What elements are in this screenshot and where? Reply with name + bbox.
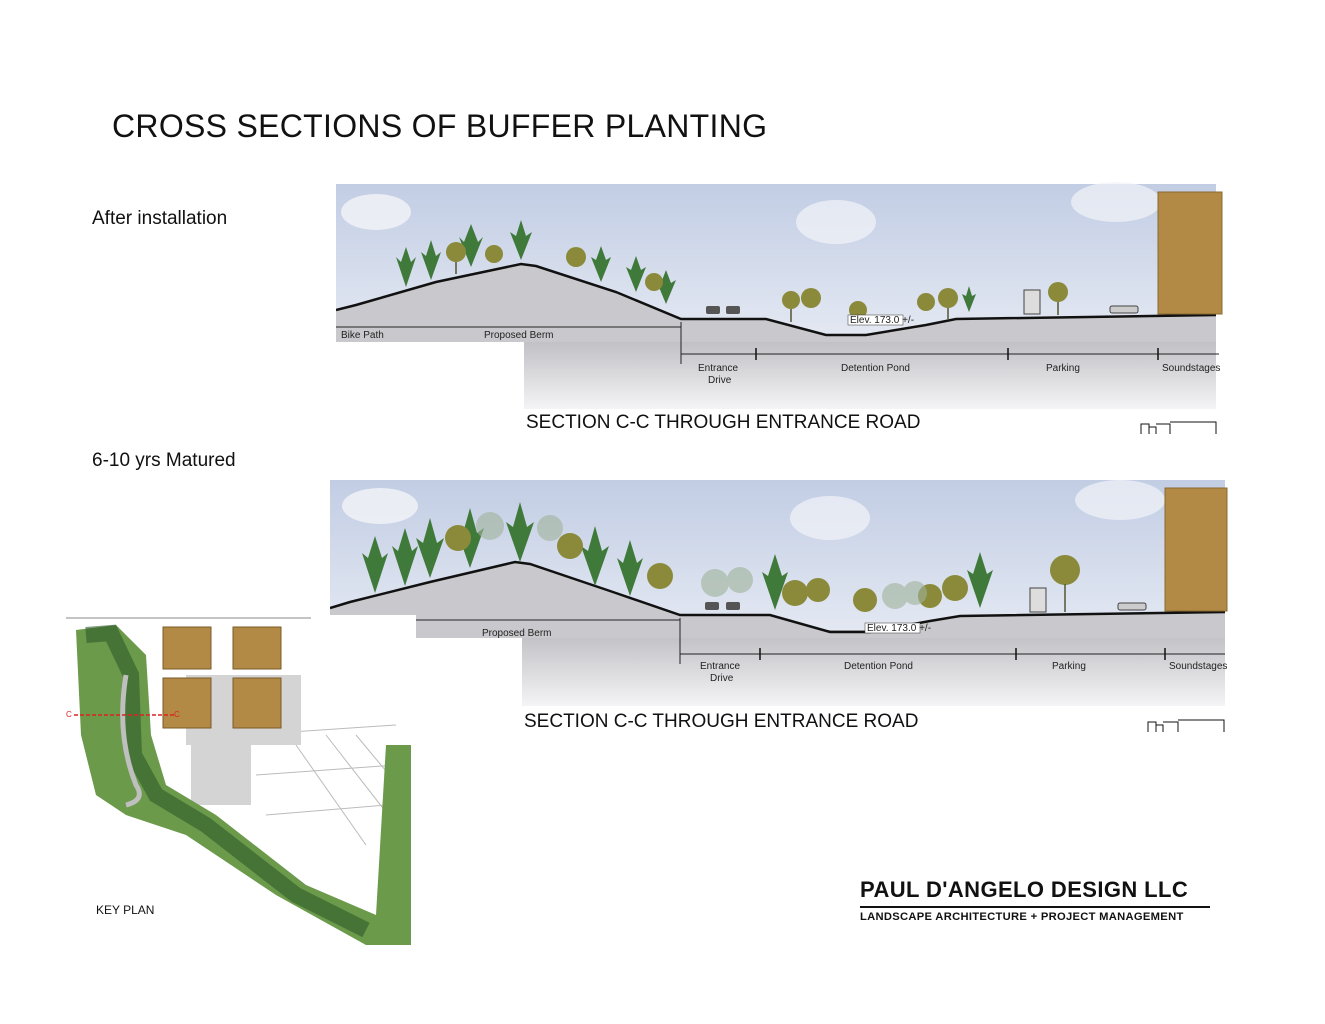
site-grid (245, 724, 407, 846)
label-entrance-line2: Drive (708, 375, 732, 386)
section-title: SECTION C-C THROUGH ENTRANCE ROAD (524, 711, 918, 732)
label-entrance-line1: Entrance (700, 661, 740, 672)
key-plan-label: KEY PLAN (96, 903, 155, 917)
building-soundstage (1164, 487, 1228, 612)
label-proposed-berm: Proposed Berm (484, 330, 553, 341)
elevation-label: Elev. 173.0 +/- (867, 623, 931, 634)
label-detention-pond: Detention Pond (844, 661, 913, 672)
label-parking: Parking (1052, 661, 1086, 672)
building-soundstage (1157, 191, 1223, 315)
section-marker-right: C (174, 710, 180, 719)
tree-group (396, 220, 1068, 322)
cross-section-matured: Elev. 173.0 +/- Bike Path Proposed Berm … (330, 480, 1228, 732)
dimension-ticks (759, 648, 1166, 660)
scale-bar (1140, 421, 1217, 434)
label-proposed-berm: Proposed Berm (482, 628, 551, 639)
label-bike-path: Bike Path (341, 330, 384, 341)
vehicles (706, 289, 1139, 315)
stage-label-matured: 6-10 yrs Matured (92, 450, 236, 471)
ground-profile (330, 560, 1226, 706)
page-title: CROSS SECTIONS OF BUFFER PLANTING (112, 108, 768, 144)
firm-name: PAUL D'ANGELO DESIGN LLC (860, 877, 1189, 902)
label-parking: Parking (1046, 363, 1080, 374)
label-entrance-line1: Entrance (698, 363, 738, 374)
label-soundstages: Soundstages (1162, 363, 1220, 374)
ground-profile (336, 262, 1219, 409)
buffer-planting (76, 624, 411, 945)
label-entrance-line2: Drive (710, 673, 734, 684)
label-detention-pond: Detention Pond (841, 363, 910, 374)
key-plan-map: C C (66, 615, 416, 945)
dimension-ticks (755, 348, 1159, 360)
label-soundstages: Soundstages (1169, 661, 1227, 672)
stage-label-after-installation: After installation (92, 208, 228, 229)
section-title: SECTION C-C THROUGH ENTRANCE ROAD (526, 412, 920, 433)
firm-tagline: LANDSCAPE ARCHITECTURE + PROJECT MANAGEM… (860, 911, 1184, 923)
section-marker-left: C (66, 710, 72, 719)
buildings (162, 626, 282, 729)
cross-section-after-installation: Elev. 173.0 +/- Bike Path Proposed Berm … (336, 182, 1223, 434)
firm-divider (860, 906, 1210, 908)
scale-bar (1147, 719, 1225, 732)
vehicles (705, 587, 1147, 613)
tree-group (362, 502, 1080, 612)
elevation-label: Elev. 173.0 +/- (850, 315, 914, 326)
